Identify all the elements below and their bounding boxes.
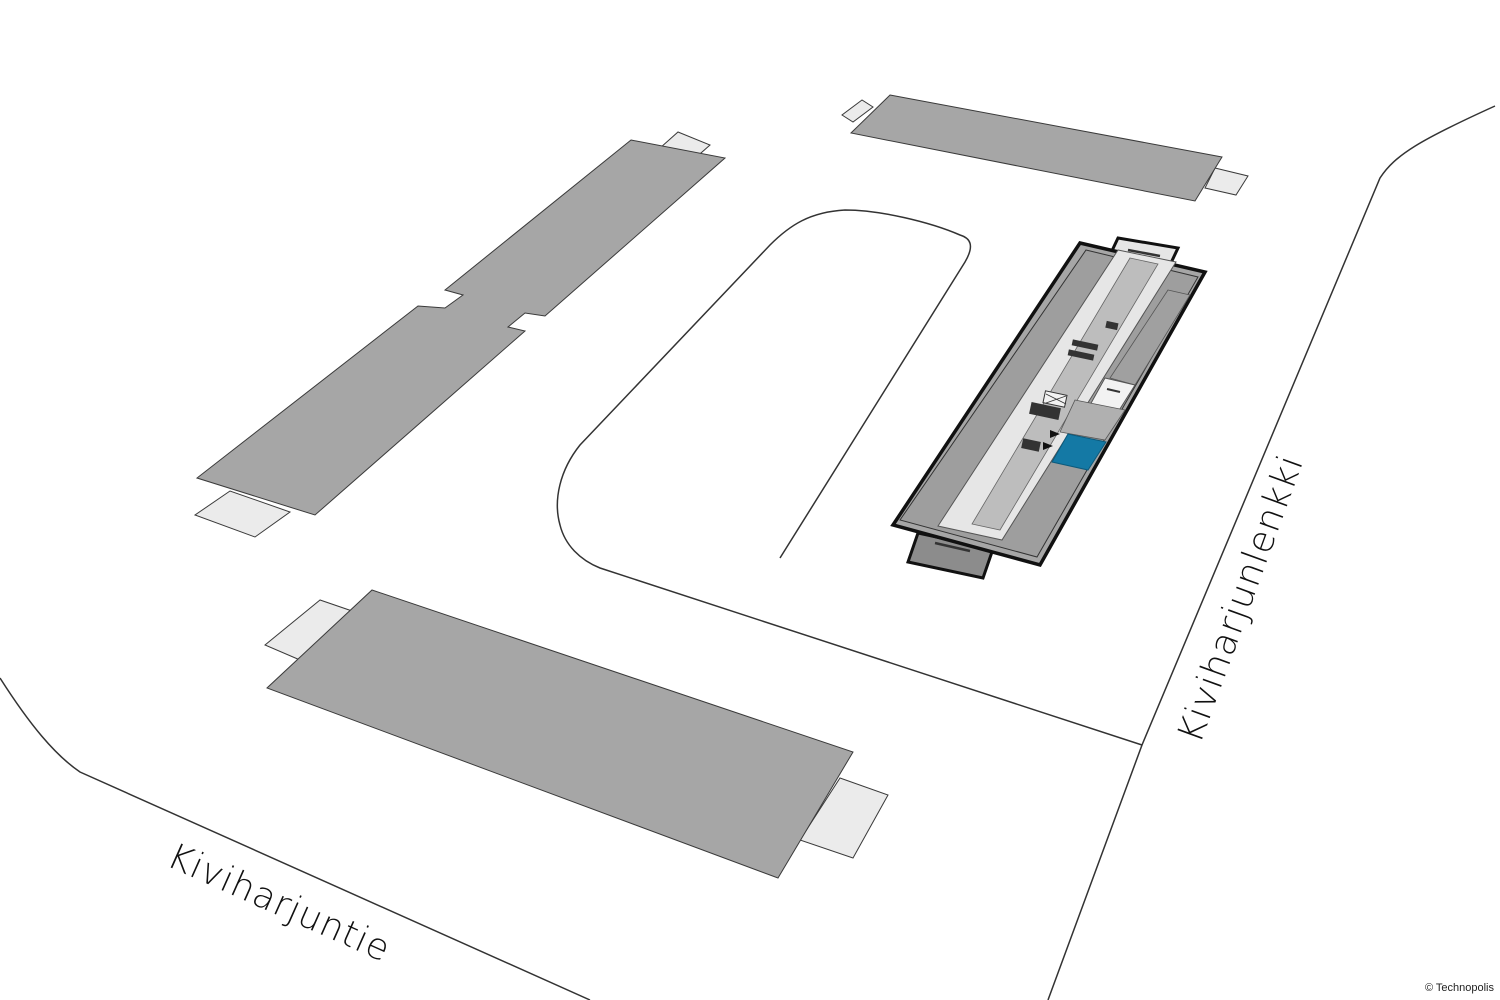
elevator-icon bbox=[1042, 390, 1068, 408]
street-label-kiviharjuntie: Kiviharjuntie bbox=[161, 836, 396, 971]
street-label-kiviharjunlenkki: Kiviharjunlenkki bbox=[1170, 449, 1312, 748]
road-lines bbox=[0, 105, 1496, 1000]
cap-mark-bottom bbox=[934, 541, 971, 553]
selected-building[interactable] bbox=[890, 236, 1208, 580]
entrance-arrow-icon bbox=[1050, 430, 1060, 438]
kiviharjunlenkki-road-line bbox=[1047, 105, 1496, 1000]
building-northeast bbox=[841, 94, 1249, 202]
stair-mark bbox=[1106, 388, 1121, 393]
building-south bbox=[264, 589, 889, 879]
building-south-body bbox=[266, 589, 854, 879]
room-east-middle bbox=[1059, 399, 1126, 441]
wing-ne-right bbox=[1204, 167, 1249, 196]
building-ne-body bbox=[849, 94, 1223, 202]
fixture-upper bbox=[1105, 320, 1119, 331]
highlighted-room[interactable] bbox=[1051, 433, 1107, 471]
kiviharjuntie-road-line bbox=[0, 677, 591, 1000]
copyright-notice: © Technopolis bbox=[1424, 982, 1494, 994]
inner-loop-road-line bbox=[556, 209, 1143, 746]
cap-mark-top bbox=[1127, 248, 1161, 258]
fixture-toilet-2 bbox=[1067, 349, 1095, 361]
wing-west-bottom bbox=[193, 490, 292, 538]
building-west-body bbox=[195, 139, 727, 516]
fixture-lower bbox=[1021, 438, 1041, 452]
building-west bbox=[193, 131, 727, 538]
fixture-toilet-1 bbox=[1071, 339, 1099, 351]
fixture-middle bbox=[1029, 402, 1061, 420]
wing-ne-left bbox=[841, 99, 874, 123]
entrance-arrow-icon-2 bbox=[1043, 442, 1053, 450]
